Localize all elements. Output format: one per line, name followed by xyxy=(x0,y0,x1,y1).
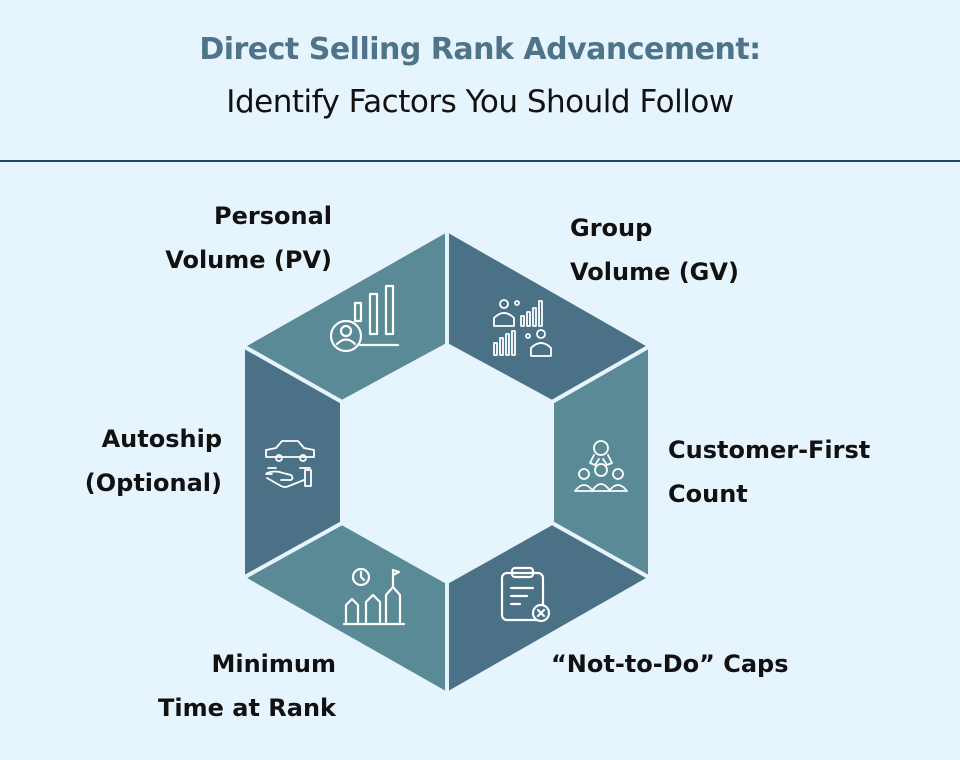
label-line: (Optional) xyxy=(84,469,222,497)
label-line: Count xyxy=(668,480,748,508)
label-autoship: Autoship (Optional) xyxy=(85,417,222,505)
label-line: “Not-to-Do” Caps xyxy=(551,650,789,678)
label-line: Time at Rank xyxy=(158,694,336,722)
label-line: Autoship xyxy=(101,425,222,453)
label-line: Customer-First xyxy=(668,436,871,464)
group-chart-icon xyxy=(493,299,552,357)
page-subtitle: Identify Factors You Should Follow xyxy=(226,84,734,120)
personal-chart-icon xyxy=(329,284,400,353)
divider xyxy=(0,160,960,162)
customer-ranking-icon xyxy=(574,440,628,492)
clock-growth-icon xyxy=(342,567,406,626)
label-line: Volume (GV) xyxy=(570,258,739,286)
segment-autoship xyxy=(241,342,344,582)
label-line: Group xyxy=(570,214,653,242)
label-line: Personal xyxy=(214,202,332,230)
label-not-to-do: “Not-to-Do” Caps xyxy=(551,642,789,686)
label-line: Volume (PV) xyxy=(165,246,332,274)
car-hand-icon xyxy=(265,440,315,488)
label-line: Minimum xyxy=(211,650,336,678)
clipboard-x-icon xyxy=(500,566,551,623)
page-title: Direct Selling Rank Advancement: xyxy=(199,32,761,67)
